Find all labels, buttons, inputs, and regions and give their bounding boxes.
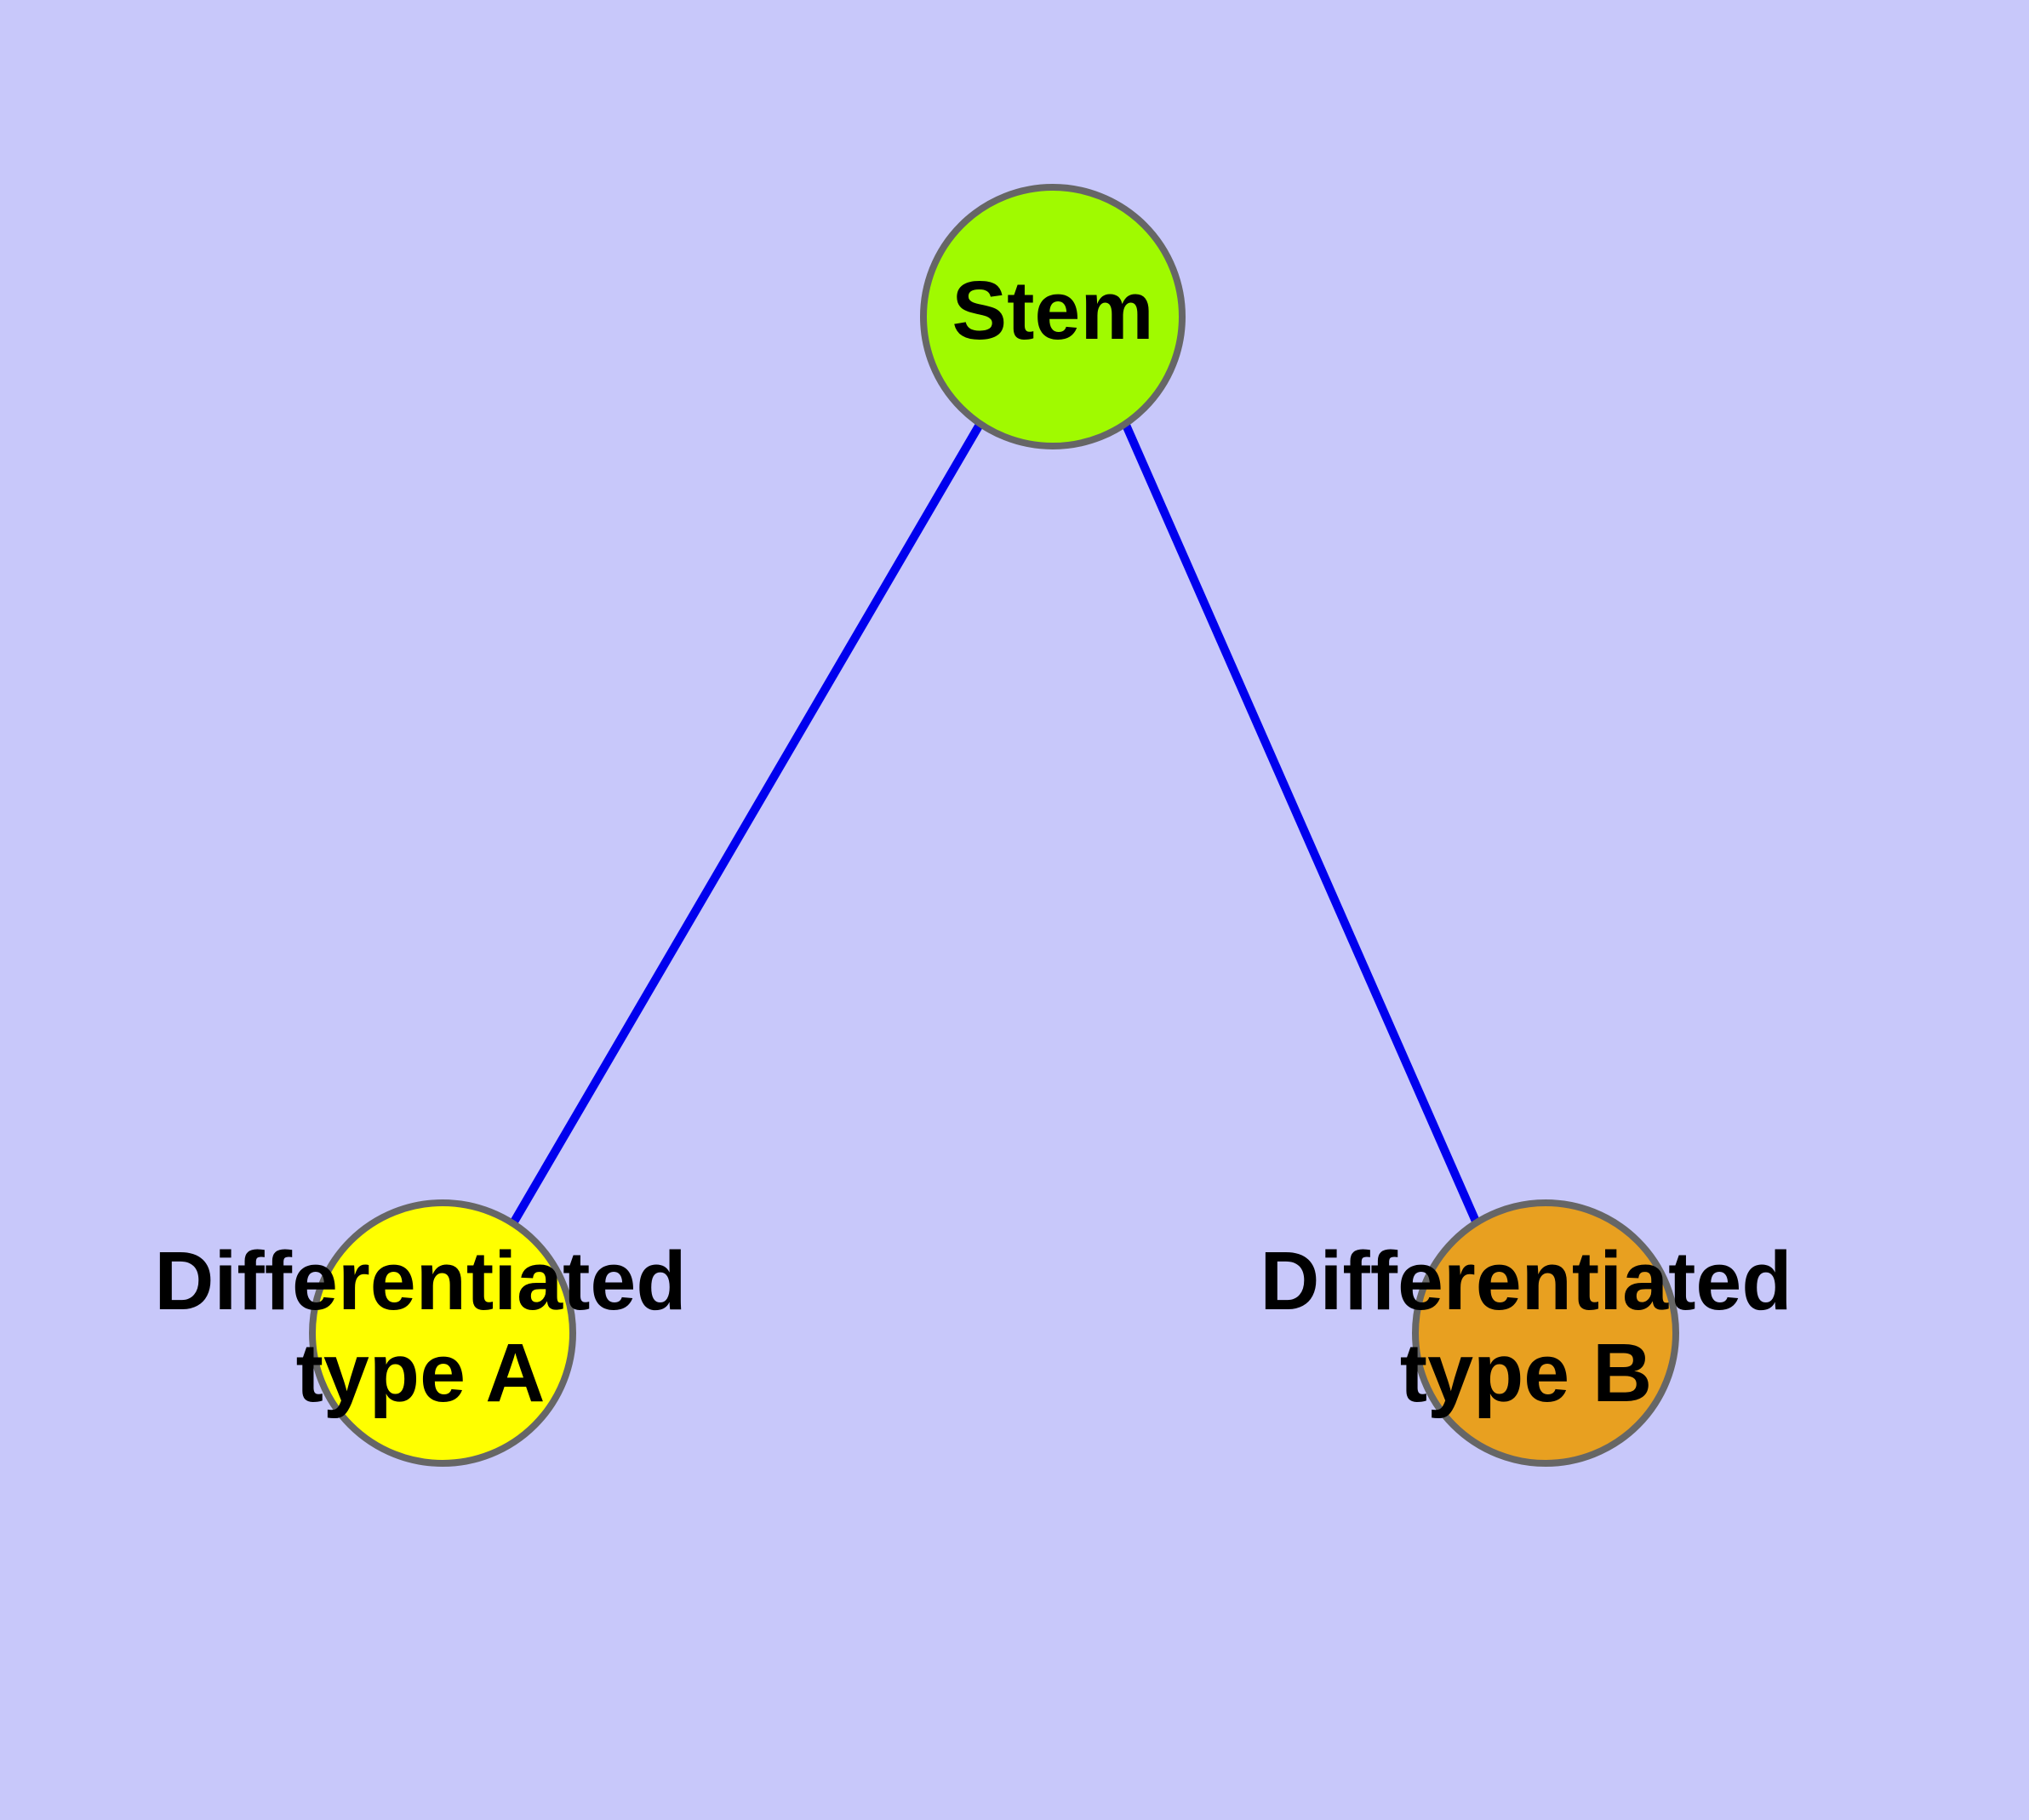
node-label-line: type A: [296, 1326, 546, 1419]
edges-layer: [509, 421, 1481, 1226]
node-label-line: Stem: [952, 264, 1153, 357]
edge-stem-to-diff-b[interactable]: [1121, 421, 1481, 1226]
nodes-layer: [309, 184, 1679, 1467]
node-label-stem: Stem: [952, 264, 1153, 357]
node-diff_a[interactable]: [309, 1199, 576, 1467]
node-stem[interactable]: [920, 184, 1186, 449]
node-label-line: type B: [1400, 1326, 1652, 1419]
node-label-line: Differentiated: [1260, 1234, 1792, 1327]
node-label-line: Differentiated: [154, 1234, 686, 1327]
node-diff_b[interactable]: [1412, 1199, 1679, 1467]
edge-stem-to-diff-a[interactable]: [509, 421, 985, 1226]
